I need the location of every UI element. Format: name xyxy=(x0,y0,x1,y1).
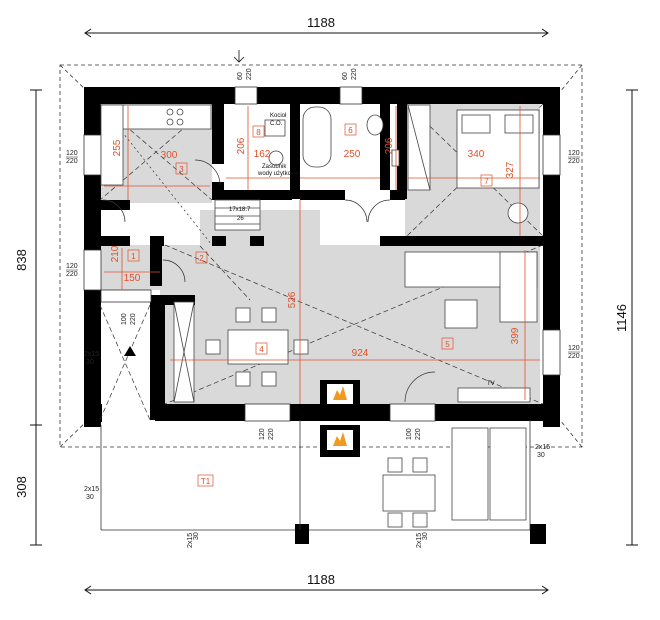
win-right-top-h: 220 xyxy=(568,158,580,165)
win-top1-w: 60 xyxy=(237,72,244,80)
overall-bottom-dimension: 1188 xyxy=(307,572,335,587)
win-bottom2-w: 100 xyxy=(406,428,413,440)
kitchen-height-dim: 255 xyxy=(112,139,123,156)
stairs-label-1: 17x18.7 xyxy=(229,207,251,213)
win-top1-h: 220 xyxy=(246,68,253,80)
boiler-height-dim: 206 xyxy=(236,137,247,154)
post-label-1b: 30 xyxy=(86,359,94,366)
overall-left-dimension: 838 xyxy=(14,249,29,271)
win-left-mid-h: 220 xyxy=(66,271,78,278)
win-bottom1-h: 220 xyxy=(268,428,275,440)
post-label-3: 2x15 xyxy=(535,444,550,451)
terrace xyxy=(100,346,531,531)
living-right-height-dim: 399 xyxy=(510,327,521,344)
kitchen-width-dim: 300 xyxy=(161,150,178,161)
boiler-label: Kocioł xyxy=(270,113,287,119)
post-label-5b: 30 xyxy=(422,532,429,540)
bath-width-dim: 250 xyxy=(344,149,361,160)
post-label-2: 2x15 xyxy=(84,486,99,493)
post-label-1: 2x15 xyxy=(84,351,99,358)
win-bottom1-w: 120 xyxy=(259,428,266,440)
bath-fixtures xyxy=(302,106,400,168)
co-label: C.O. xyxy=(270,121,283,127)
room-number-t1: T1 xyxy=(201,477,211,486)
win-left-mid-w: 120 xyxy=(66,263,78,270)
win-right-bottom-w: 120 xyxy=(568,345,580,352)
tv-label: TV xyxy=(487,381,495,387)
door-swings xyxy=(102,159,436,403)
tank-label-2: wody użytkowej xyxy=(257,171,300,177)
tank-label-1: Zasobnik xyxy=(262,164,287,170)
pantry-shelf xyxy=(173,301,195,403)
tv-unit xyxy=(457,387,531,403)
post-label-2b: 30 xyxy=(86,494,94,501)
fireplace-icon xyxy=(327,384,353,450)
hall-width-dim: 150 xyxy=(124,273,141,284)
win-top2-w: 60 xyxy=(342,72,349,80)
entry-door-h: 220 xyxy=(130,313,137,325)
boiler-width-dim: 162 xyxy=(254,149,271,160)
room-number-3: 3 xyxy=(179,165,184,174)
overall-right-dimension: 1146 xyxy=(614,304,629,332)
stairs xyxy=(214,199,261,231)
room-number-boxes xyxy=(127,123,493,487)
section-marker xyxy=(233,50,245,63)
living-height-dim: 526 xyxy=(287,291,298,308)
room-number-7: 7 xyxy=(484,177,489,186)
room-number-1: 1 xyxy=(131,252,136,261)
sofa xyxy=(404,251,538,329)
room-number-6: 6 xyxy=(348,126,353,135)
entry-door-w: 100 xyxy=(121,313,128,325)
hall-height-dim: 210 xyxy=(110,245,121,262)
room-number-4: 4 xyxy=(259,345,264,354)
bed xyxy=(456,109,540,224)
room-number-5: 5 xyxy=(445,340,450,349)
room-dimension-lines xyxy=(104,106,540,404)
windows xyxy=(83,86,561,422)
post-label-4: 2x15 xyxy=(187,533,194,548)
room-number-2: 2 xyxy=(199,254,204,263)
win-left-top-w: 120 xyxy=(66,150,78,157)
bedroom-width-dim: 340 xyxy=(468,149,485,160)
win-right-bottom-h: 220 xyxy=(568,353,580,360)
terrace-furniture xyxy=(382,427,527,528)
entrance-arrow-icon xyxy=(124,346,136,356)
win-bottom2-h: 220 xyxy=(415,428,422,440)
living-width-dim: 924 xyxy=(352,348,369,359)
post-label-4b: 30 xyxy=(193,532,200,540)
boiler-fixtures xyxy=(264,119,286,166)
post-label-5: 2x15 xyxy=(416,533,423,548)
bath-height-dim: 206 xyxy=(384,137,395,154)
win-right-top-w: 120 xyxy=(568,150,580,157)
wardrobe xyxy=(407,104,431,191)
overall-dimensions xyxy=(30,28,638,595)
overall-top-dimension: 1188 xyxy=(307,15,335,30)
post-label-3b: 30 xyxy=(537,452,545,459)
terrace-left-dimension: 308 xyxy=(14,476,29,498)
kitchen-counter xyxy=(100,104,212,186)
bedroom-height-dim: 327 xyxy=(505,161,516,178)
dining-table xyxy=(205,307,309,387)
stairs-label-2: 26 xyxy=(237,216,244,222)
win-left-top-h: 220 xyxy=(66,158,78,165)
window-size-labels: 120 220 120 220 120 220 120 220 60 220 6… xyxy=(66,68,580,548)
room-number-8: 8 xyxy=(256,128,261,137)
win-top2-h: 220 xyxy=(351,68,358,80)
